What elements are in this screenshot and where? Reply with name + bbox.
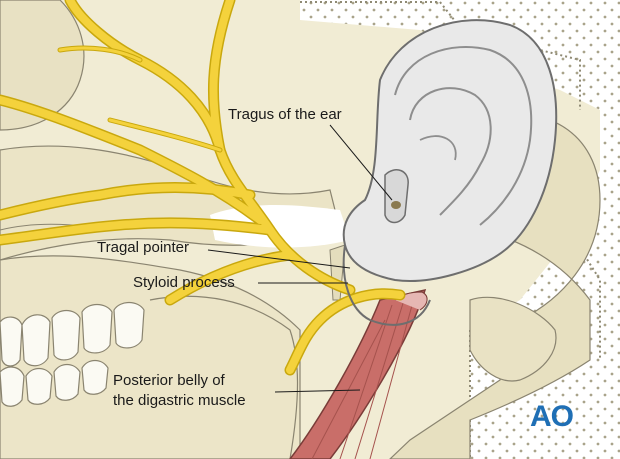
styloid-process-label: Styloid process: [133, 274, 235, 291]
facial-nerve: [0, 0, 406, 376]
maxilla-mandible: [0, 255, 301, 459]
leader-digastric: [274, 389, 361, 393]
leader-lines: [207, 124, 393, 393]
digastric-label-line1: Posterior belly of: [113, 372, 225, 389]
digastric-label-line2: the digastric muscle: [113, 392, 246, 409]
mastoid-bone: [389, 113, 601, 459]
teeth: [0, 301, 145, 407]
mandible-ramus: [149, 295, 299, 459]
occipital-bone: [469, 296, 557, 382]
leader-tragal-pointer: [207, 249, 351, 269]
tragal-pointer-label: Tragal pointer: [97, 239, 189, 256]
orbit-bone: [0, 0, 85, 131]
tragus-marker: [391, 201, 401, 209]
ao-logo: AO: [530, 400, 574, 433]
tragus-label: Tragus of the ear: [228, 106, 342, 123]
leader-tragus: [329, 124, 393, 201]
ear: [342, 19, 558, 326]
